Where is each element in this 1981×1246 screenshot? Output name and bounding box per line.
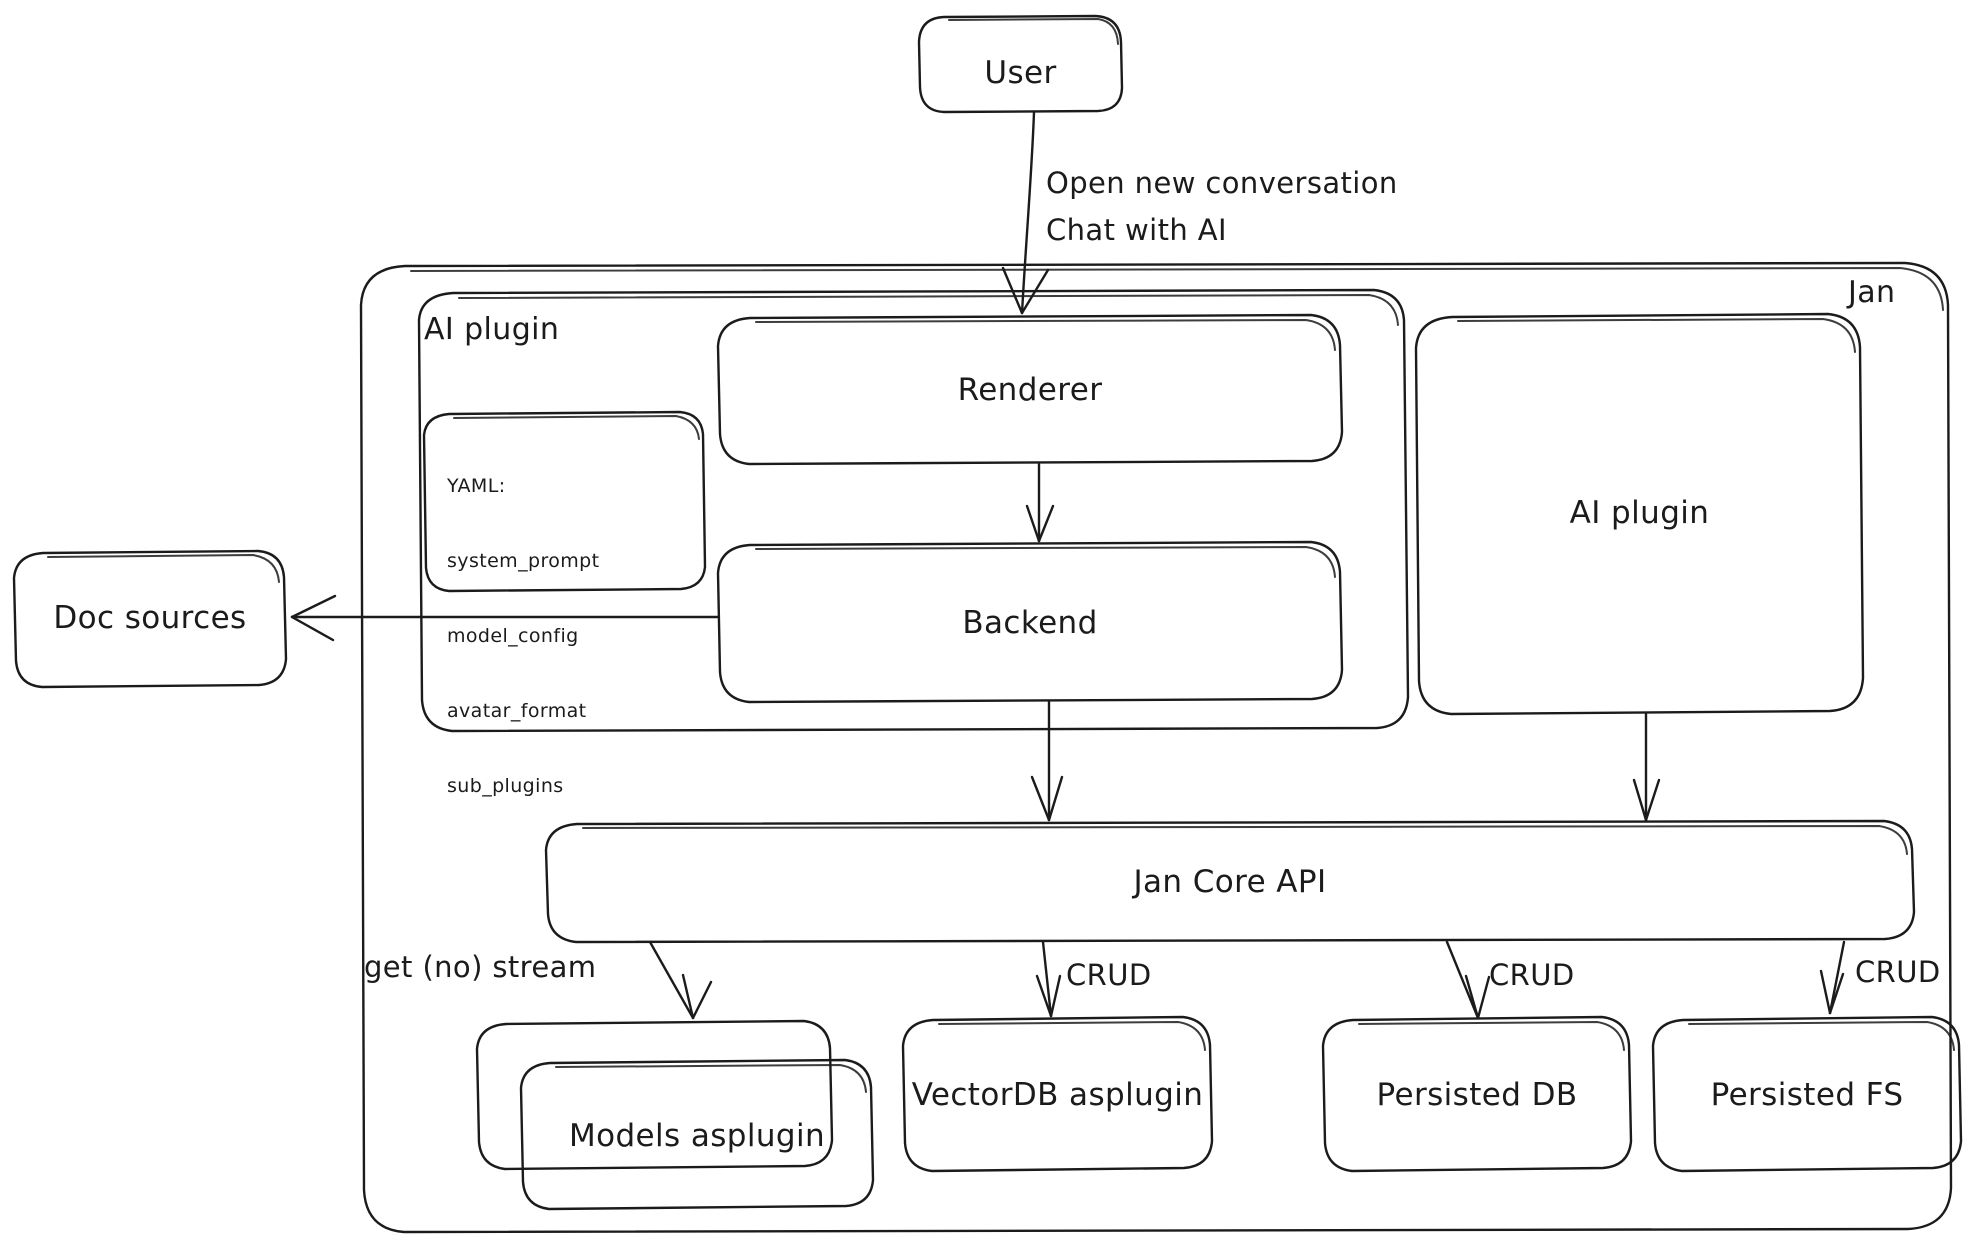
yaml-line-1: model_config [447, 625, 579, 647]
vectordb-plugin-box-shape [901, 1015, 1214, 1173]
arrow-backend-to-doc-sources [290, 594, 720, 642]
yaml-card-shape [422, 410, 707, 593]
persisted-db-label: Persisted DB [1376, 1076, 1578, 1113]
yaml-line-3: sub_plugins [447, 775, 564, 797]
arrow-core-to-persisted-fs [1819, 940, 1846, 1015]
doc-sources-label: Doc sources [53, 599, 247, 636]
edge-label-crud-fs: CRUD [1855, 955, 1941, 989]
edge-label-crud-vectordb: CRUD [1066, 958, 1152, 992]
backend-label: Backend [962, 604, 1098, 641]
doc-sources-box-shape [12, 549, 288, 689]
persisted-db-box-shape [1321, 1015, 1633, 1173]
yaml-card-head: YAML: [447, 475, 506, 497]
persisted-fs-label: Persisted FS [1710, 1076, 1904, 1113]
arrow-core-to-vectordb [1035, 940, 1062, 1018]
arrow-renderer-to-backend [1025, 462, 1055, 543]
jan-core-api-label: Jan Core API [1133, 863, 1327, 900]
user-label: User [984, 54, 1057, 91]
persisted-fs-box-shape [1651, 1015, 1963, 1173]
yaml-line-2: avatar_format [447, 700, 587, 722]
renderer-label: Renderer [957, 371, 1103, 408]
arrow-core-to-persisted-db [1445, 940, 1491, 1020]
jan-core-api-box-shape [544, 819, 1916, 944]
arrow-user-to-renderer [1001, 110, 1050, 315]
user-box-shape [917, 14, 1124, 114]
edge-label-crud-db: CRUD [1489, 958, 1575, 992]
jan-container-shape [359, 261, 1953, 1234]
ai-plugin-group-shape [417, 288, 1410, 733]
arrow-backend-to-core [1030, 700, 1064, 822]
arrow-ai-plugin-to-core [1632, 712, 1661, 822]
jan-container-label: Jan [1848, 275, 1896, 310]
ai-plugin-group-label: AI plugin [424, 312, 560, 347]
ai-plugin-box-shape [1414, 312, 1865, 716]
backend-box-shape [716, 540, 1344, 704]
ai-plugin-box-label: AI plugin [1569, 494, 1710, 531]
yaml-card-text: YAML: system_prompt model_config avatar_… [447, 424, 697, 849]
yaml-line-0: system_prompt [447, 550, 600, 572]
arrow-core-to-models [648, 940, 713, 1020]
edge-label-get-no-stream: get (no) stream [364, 950, 597, 984]
renderer-box-shape [716, 313, 1344, 466]
models-plugin-box-shape [475, 1019, 875, 1211]
